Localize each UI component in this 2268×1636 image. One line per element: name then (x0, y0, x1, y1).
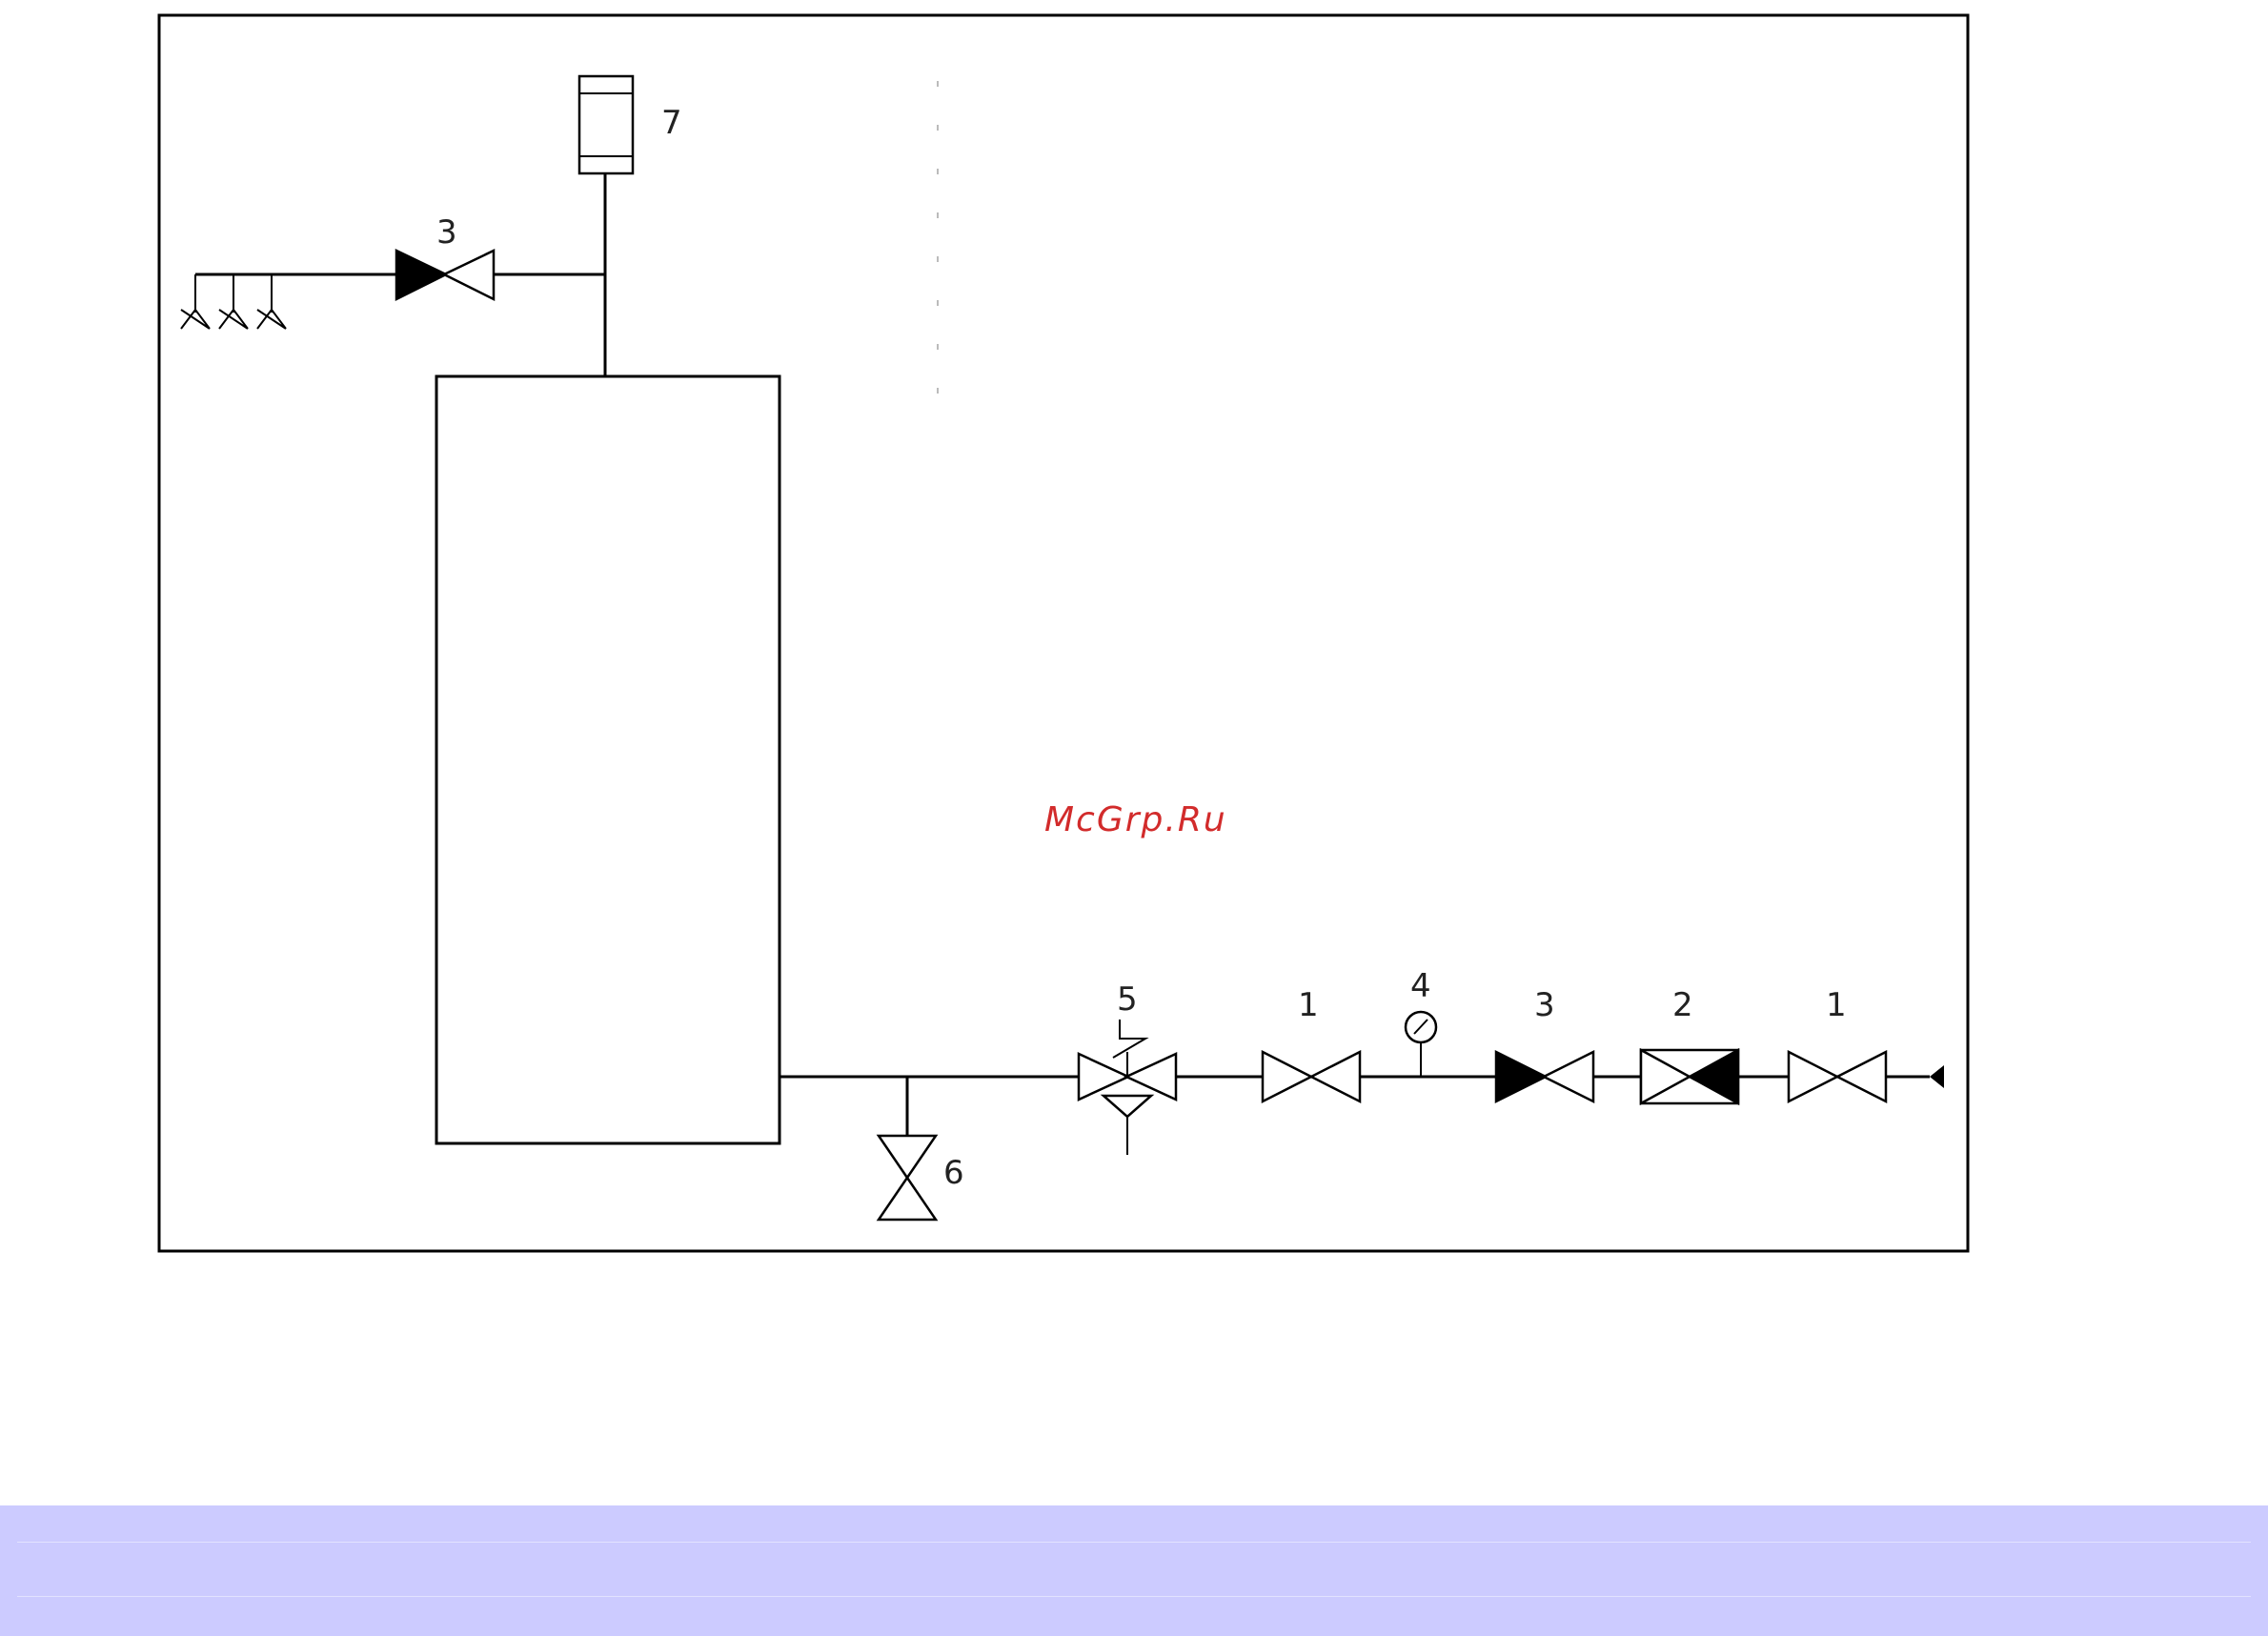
pressure-gauge-icon (1406, 1012, 1436, 1077)
label-7: 7 (661, 104, 682, 142)
gate-valve-a-icon (1263, 1052, 1360, 1101)
tank (436, 376, 780, 1143)
label-2: 2 (1672, 986, 1693, 1024)
label-top-3: 3 (436, 213, 457, 252)
inlet-arrow-icon (1930, 1065, 1944, 1088)
gate-valve-b-icon (1789, 1052, 1886, 1101)
top-valve-icon (396, 251, 494, 299)
watermark: McGrp.Ru (1044, 800, 1227, 839)
footer-divider (17, 1542, 2251, 1597)
label-5: 5 (1117, 980, 1138, 1019)
label-3-bottom: 3 (1534, 986, 1555, 1024)
piping-schematic: 7 3 6 5 1 (0, 0, 2268, 1505)
check-valve-icon (1496, 1052, 1593, 1101)
drain-valve-icon (879, 1136, 936, 1220)
label-1-left: 1 (1298, 986, 1319, 1024)
vent-outlets-icon (181, 274, 286, 329)
label-1-right: 1 (1826, 986, 1847, 1024)
label-4: 4 (1410, 967, 1431, 1005)
top-gauge-icon (579, 76, 633, 173)
reducer-icon (1641, 1050, 1738, 1103)
safety-valve-icon (1079, 1020, 1176, 1155)
label-6: 6 (943, 1154, 964, 1192)
